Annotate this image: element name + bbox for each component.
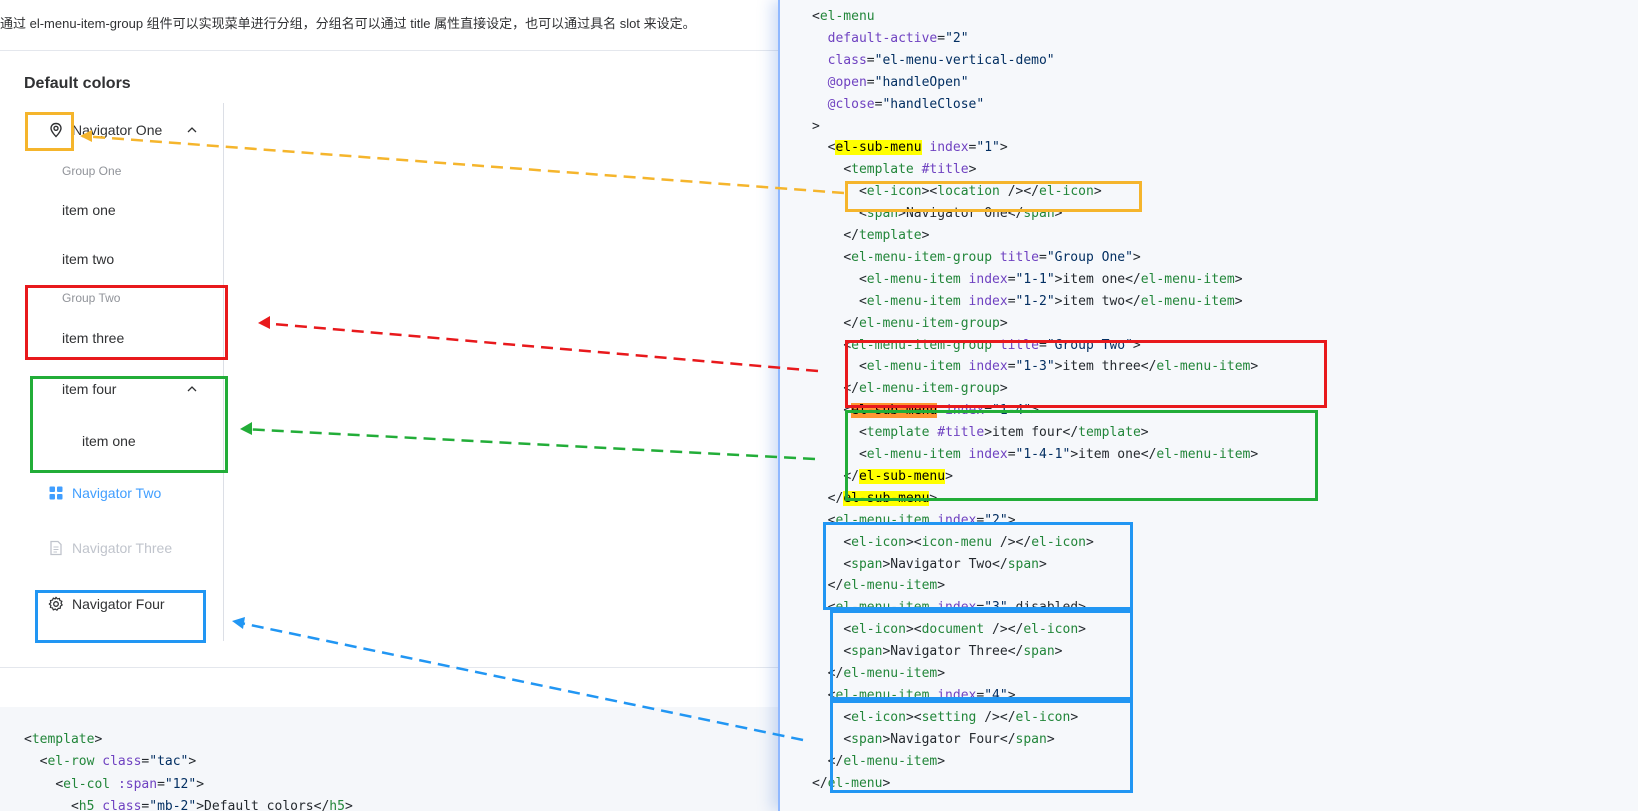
code-line: <el-row class="tac"> — [39, 754, 197, 769]
code-line: <el-menu-item index="1-4-1">item one</el… — [858, 447, 1259, 462]
nav-two-label: Navigator Two — [72, 485, 162, 501]
code-line: <template #title> — [843, 162, 977, 178]
blue-code-box-nav-two — [823, 522, 1133, 610]
code-line: > — [812, 118, 820, 134]
code-line: </el-menu-item> — [827, 578, 946, 594]
blue-highlight-box — [35, 590, 206, 643]
green-highlight-box — [30, 376, 228, 473]
code-line: class="el-menu-vertical-demo" — [827, 52, 1055, 68]
menu-right-border — [223, 103, 224, 641]
code-line: </template> — [843, 228, 930, 243]
code-line: <el-col :span="12"> — [55, 777, 205, 792]
code-line: <el-sub-menu index="1"> — [827, 140, 1008, 156]
blue-code-box-nav-three — [830, 610, 1133, 700]
intro-text: 通过 el-menu-item-group 组件可以实现菜单进行分组，分组名可以… — [0, 16, 696, 31]
red-highlight-box — [25, 285, 228, 360]
yellow-highlight-box — [25, 112, 74, 151]
code-line: default-active="2" — [827, 30, 969, 46]
code-line: <span>Navigator Three</span> — [843, 644, 1063, 660]
code-line: <el-menu-item index="1-1">item one</el-m… — [858, 271, 1243, 287]
blue-code-box-nav-four — [830, 700, 1133, 793]
divider — [0, 50, 778, 51]
item-four-label: item four — [62, 381, 117, 397]
code-line: <span>Navigator Two</span> — [843, 556, 1047, 572]
group-two-title: Group Two — [62, 291, 121, 305]
code-line: @close="handleClose" — [827, 96, 985, 112]
document-icon — [50, 540, 62, 556]
demo-heading: Default colors — [24, 75, 131, 92]
code-line: </el-menu-item-group> — [843, 315, 1008, 331]
menu-item-three[interactable]: item three — [62, 330, 125, 346]
code-line: <template> — [24, 732, 103, 747]
code-line: <el-menu-item-group title="Group One"> — [843, 249, 1141, 265]
menu-item-one[interactable]: item one — [62, 202, 116, 218]
chevron-up-icon — [187, 127, 197, 133]
menu-item-two[interactable]: item two — [62, 251, 115, 267]
location-icon — [50, 122, 62, 138]
nav-four-label: Navigator Four — [72, 596, 165, 612]
code-line: <el-menu — [812, 9, 875, 24]
template-code-block: <template> <el-row class="tac"> <el-col … — [0, 707, 778, 811]
menu-grid-icon — [49, 486, 63, 500]
green-code-box — [845, 410, 1318, 501]
nav-three-label: Navigator Three — [72, 540, 173, 556]
submenu-item-one[interactable]: item one — [82, 433, 136, 449]
code-line: <h5 class="mb-2">Default colors</h5> — [70, 799, 353, 811]
divider — [0, 667, 778, 668]
code-line: <span>Navigator Four</span> — [843, 731, 1055, 747]
code-line: </el-sub-menu> — [843, 468, 953, 484]
demo-panel: 通过 el-menu-item-group 组件可以实现菜单进行分组，分组名可以… — [0, 0, 778, 811]
red-code-box — [845, 340, 1327, 408]
code-line: <el-menu-item index="1-2">item two</el-m… — [858, 293, 1243, 309]
code-line: <el-icon><setting /></el-icon> — [843, 709, 1079, 725]
yellow-code-box — [845, 181, 1142, 212]
code-line: <el-icon><document /></el-icon> — [843, 622, 1086, 638]
chevron-up-icon — [187, 386, 197, 392]
code-line: <el-icon><icon-menu /></el-icon> — [843, 534, 1094, 550]
code-line: </el-menu> — [812, 775, 891, 791]
setting-gear-icon — [48, 596, 63, 611]
code-line: <el-menu-item index="1-3">item three</el… — [858, 359, 1259, 375]
code-line: <el-icon><location /></el-icon> — [858, 184, 1102, 200]
nav-one-label: Navigator One — [72, 122, 163, 138]
code-line: @open="handleOpen" — [827, 74, 969, 90]
code-panel: <el-menu default-active="2" class="el-me… — [778, 0, 1638, 811]
code-line: <template #title>item four</template> — [858, 425, 1149, 441]
group-one-title: Group One — [62, 164, 122, 178]
